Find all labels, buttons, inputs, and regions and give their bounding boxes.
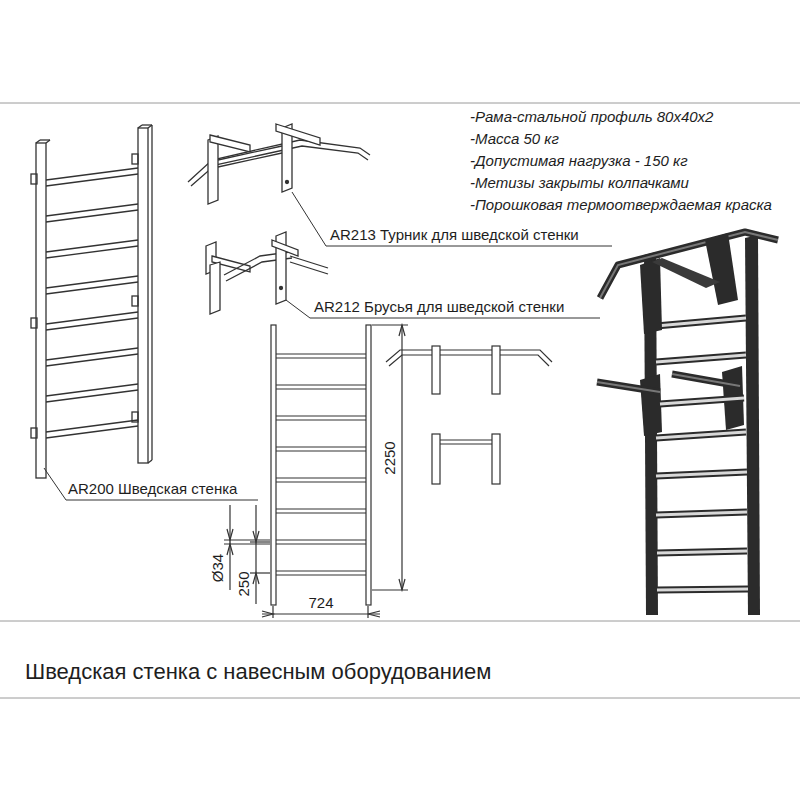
part-name: AR200 Шведская стенка [68, 480, 237, 498]
caption: Шведская стенка с навесным оборудованием [25, 659, 491, 685]
spec-line: -Порошковая термоотверждаемая краска [470, 196, 772, 214]
dimension: 2250 [381, 441, 399, 474]
part-name: AR212 Брусья для шведской стенки [314, 298, 564, 316]
dimension: 250 [235, 571, 253, 596]
spec-line: -Масса 50 кг [470, 130, 559, 148]
dimension: 724 [308, 594, 333, 612]
part-name: AR213 Турник для шведской стенки [330, 226, 579, 244]
spec-line: -Допустимая нагрузка - 150 кг [470, 152, 688, 170]
dimension: Ø34 [209, 554, 227, 582]
spec-line: -Рама-стальной профиль 80х40х2 [470, 108, 713, 126]
spec-line: -Метизы закрыты колпачками [470, 174, 689, 192]
